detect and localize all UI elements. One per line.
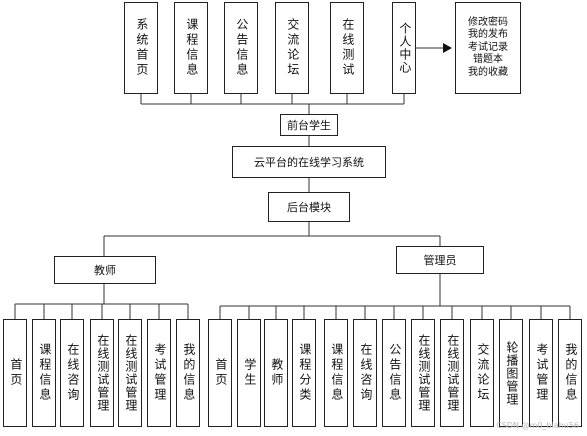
admin-item-students: 学生 <box>237 319 261 427</box>
admin-item-carousel-manage: 轮播图管理 <box>499 319 523 427</box>
admin-item-forum: 交流论坛 <box>470 319 494 427</box>
teacher-item-course-info: 课程信息 <box>32 319 56 427</box>
front-item-course-info: 课程信息 <box>174 2 208 94</box>
admin-item-teachers: 教师 <box>264 319 288 427</box>
teacher-box: 教师 <box>54 256 156 284</box>
detail-change-password: 修改密码 <box>468 16 508 28</box>
front-item-personal-center: 个人中心 <box>392 2 416 94</box>
backend-module-box: 后台模块 <box>268 192 350 222</box>
teacher-item-home: 首页 <box>3 319 27 427</box>
teacher-item-online-consult: 在线咨询 <box>60 319 84 427</box>
admin-item-home: 首页 <box>208 319 232 427</box>
admin-item-my-info: 我的信息 <box>558 319 582 427</box>
arrow-head <box>443 43 452 53</box>
admin-item-course-info: 课程信息 <box>324 319 348 427</box>
front-item-forum: 交流论坛 <box>275 2 309 94</box>
admin-item-notice-info: 公告信息 <box>382 319 406 427</box>
teacher-item-online-test-manage-2: 在线测试管理 <box>118 319 142 427</box>
admin-item-exam-manage: 考试管理 <box>529 319 553 427</box>
detail-my-favorites: 我的收藏 <box>468 66 508 78</box>
detail-exam-records: 考试记录 <box>468 41 508 53</box>
admin-item-online-test-manage-2: 在线测试管理 <box>440 319 464 427</box>
system-title-box: 云平台的在线学习系统 <box>232 146 386 178</box>
front-item-online-test: 在线测试 <box>330 2 364 94</box>
teacher-item-exam-manage: 考试管理 <box>147 319 171 427</box>
personal-center-details: 修改密码 我的发布 考试记录 错题本 我的收藏 <box>455 2 521 94</box>
teacher-item-online-test-manage-1: 在线测试管理 <box>90 319 114 427</box>
front-student-box: 前台学生 <box>280 114 338 136</box>
admin-item-course-category: 课程分类 <box>292 319 316 427</box>
detail-my-posts: 我的发布 <box>468 29 508 41</box>
front-item-system-home: 系统首页 <box>124 2 158 94</box>
admin-item-online-test-manage-1: 在线测试管理 <box>411 319 435 427</box>
admin-box: 管理员 <box>396 246 484 274</box>
front-item-notice-info: 公告信息 <box>224 2 258 94</box>
admin-item-online-consult: 在线咨询 <box>353 319 377 427</box>
teacher-item-my-info: 我的信息 <box>176 319 200 427</box>
csdn-watermark: CSDN @m0_biahu56 <box>496 421 579 430</box>
detail-wrong-question-book: 错题本 <box>473 54 503 66</box>
